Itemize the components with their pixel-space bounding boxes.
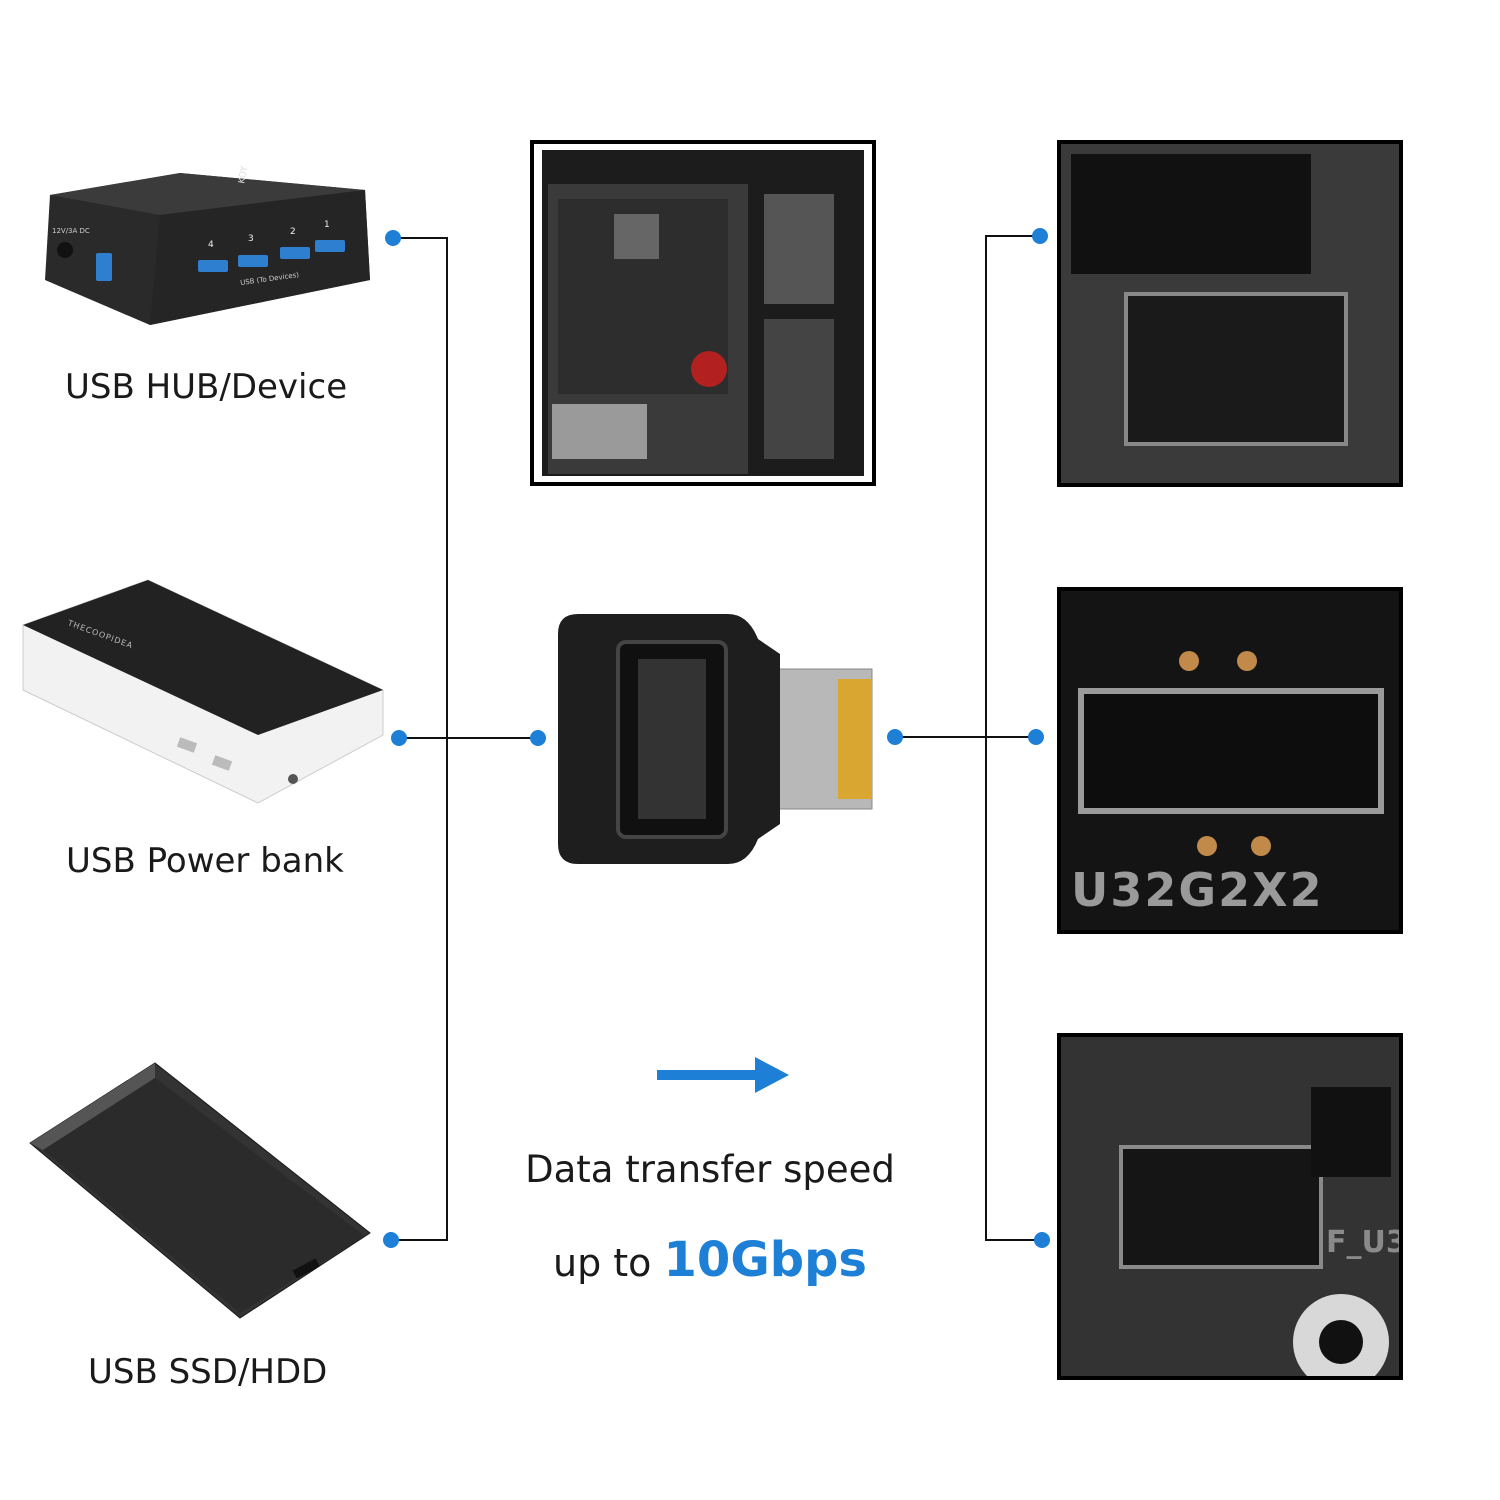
dot-powerbank <box>391 730 407 746</box>
dot-mb-top <box>1032 228 1048 244</box>
speed-value-line: up to 10Gbps <box>0 1232 1460 1288</box>
speed-prefix: up to <box>553 1241 664 1285</box>
usb-header-adapter-image <box>558 614 878 864</box>
hub-dc-label: 12V/3A DC <box>52 227 90 235</box>
dot-mb-middle <box>1028 729 1044 745</box>
hub-port-number-2: 2 <box>290 227 296 237</box>
dot-adapter-right <box>887 729 903 745</box>
speed-caption: Data transfer speed <box>525 1148 895 1191</box>
dot-hub <box>385 230 401 246</box>
dot-mb-bottom <box>1034 1232 1050 1248</box>
usb-hub-label: USB HUB/Device <box>65 367 348 407</box>
usb-hub-image: KOY 4 3 2 1 USB (To Devices) 12V/3A DC <box>30 165 375 330</box>
power-bank-image: THECOOPIDEA <box>18 575 388 805</box>
computer-case-image <box>530 140 876 486</box>
usb-power-bank-label: USB Power bank <box>66 841 344 881</box>
hub-port-number-1: 1 <box>324 220 330 230</box>
speed-value: 10Gbps <box>663 1232 867 1288</box>
motherboard-header-photo-bottom: F_U3 <box>1057 1033 1403 1380</box>
motherboard-header-code: U32G2X2 <box>1071 863 1324 917</box>
dot-ssd <box>383 1232 399 1248</box>
usb-ssd-image <box>25 1058 375 1323</box>
motherboard-header-photo-top <box>1057 140 1403 487</box>
dot-adapter-left <box>530 730 546 746</box>
motherboard-corner-text: F_U3 <box>1326 1225 1403 1260</box>
hub-port-number-4: 4 <box>208 240 214 250</box>
motherboard-header-photo-middle: U32G2X2 <box>1057 587 1403 934</box>
usb-ssd-label: USB SSD/HDD <box>88 1352 328 1392</box>
arrow-right-icon <box>657 1057 789 1093</box>
hub-port-number-3: 3 <box>248 234 254 244</box>
